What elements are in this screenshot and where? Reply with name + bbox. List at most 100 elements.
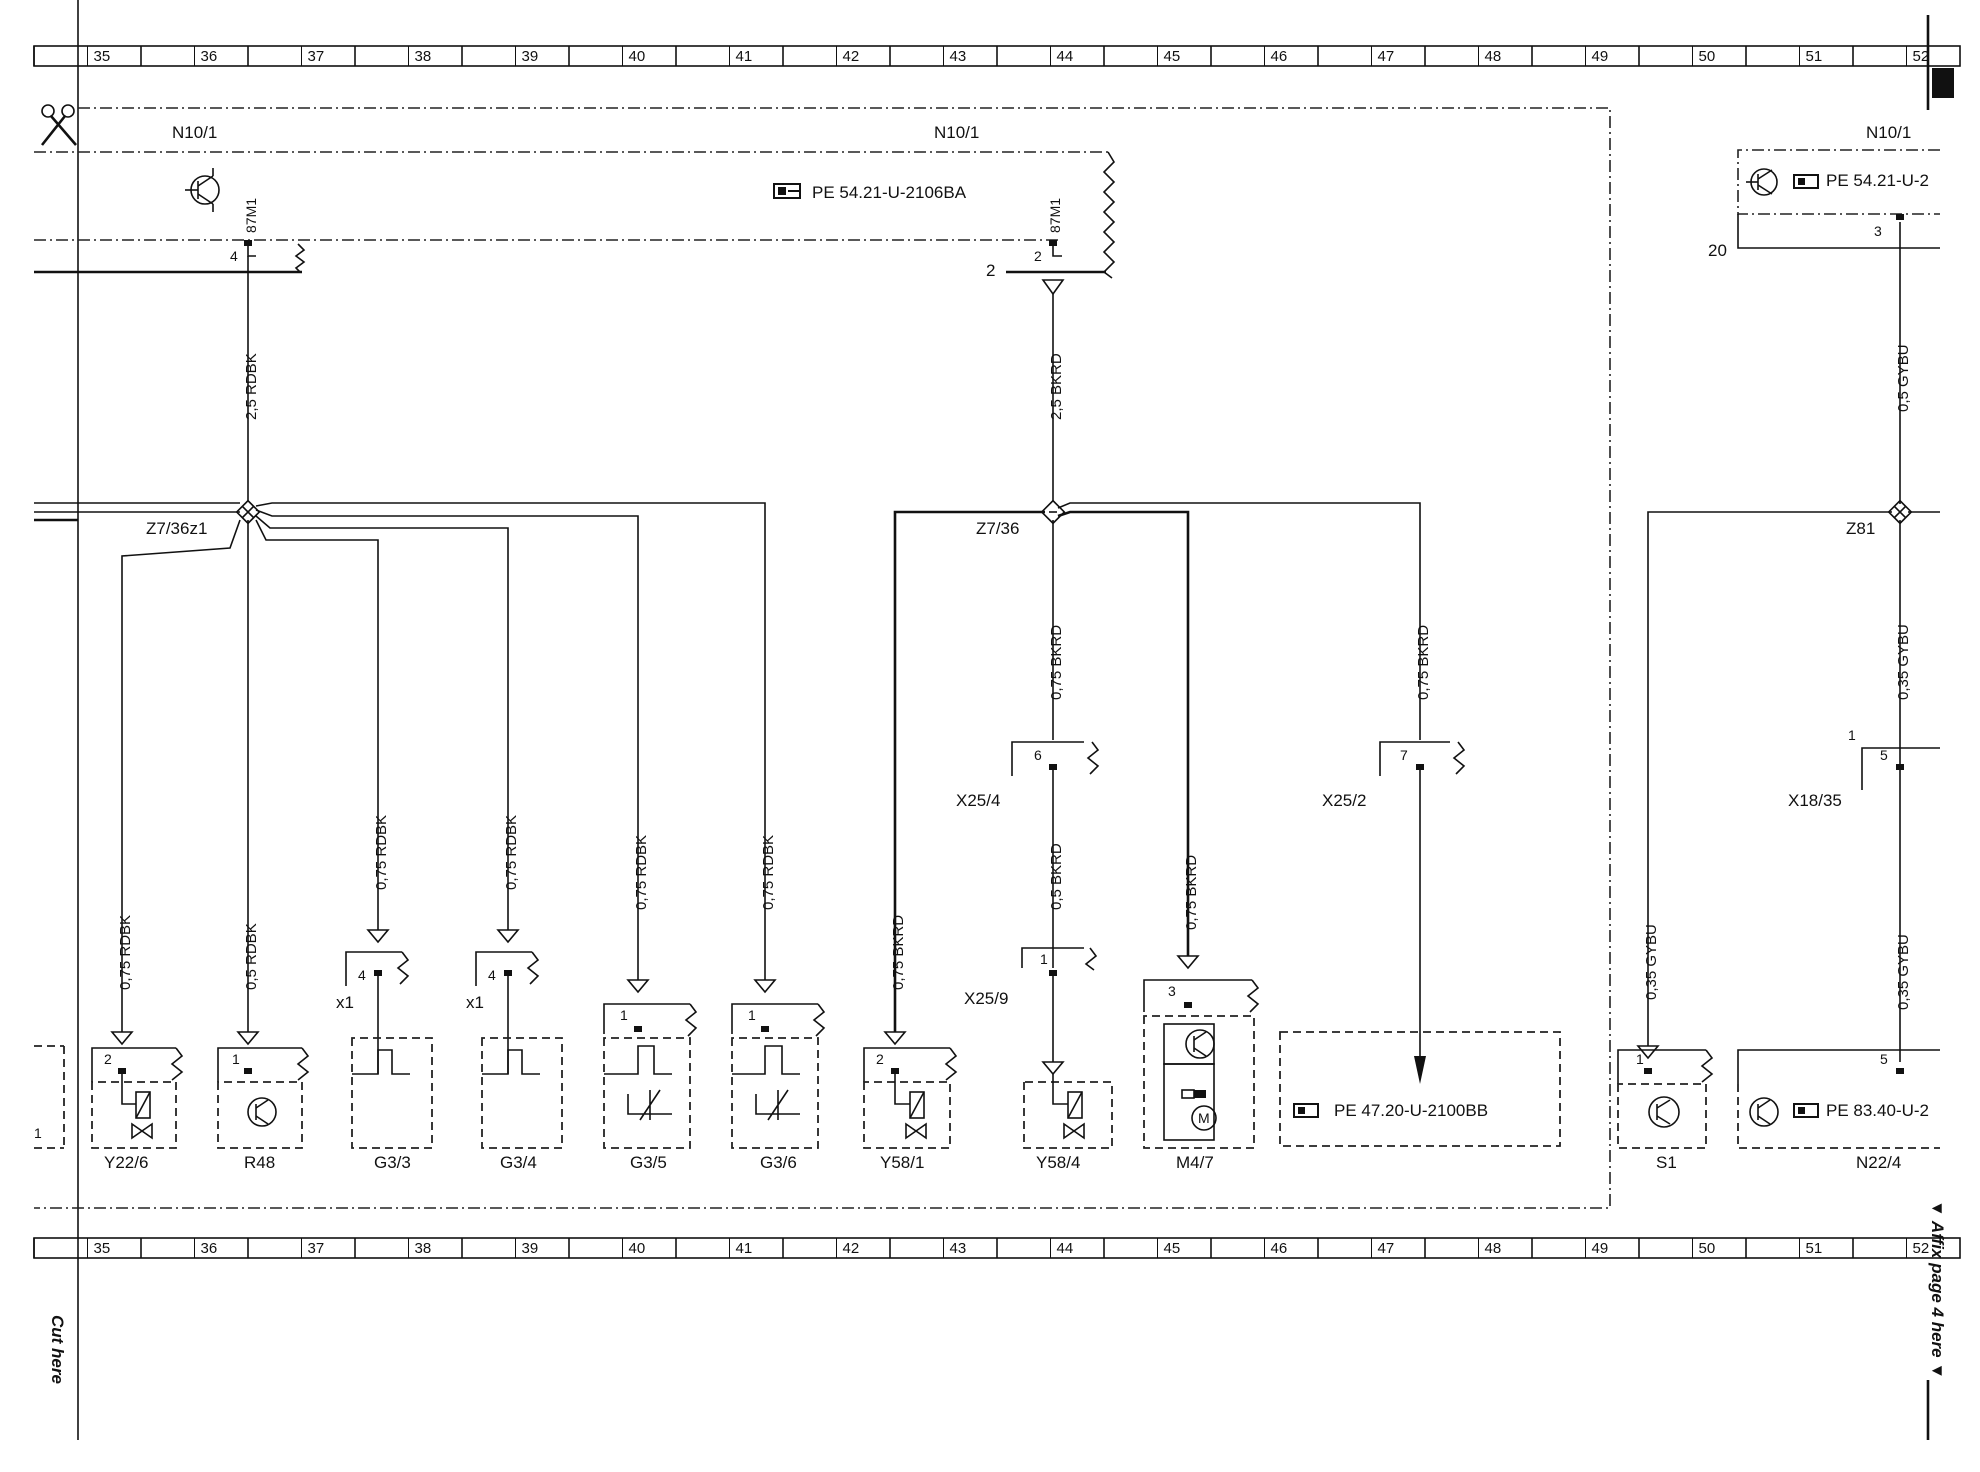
ruler-number: 41 — [736, 48, 753, 65]
hand-pointer-icon — [773, 183, 801, 199]
z7-36z1-label: Z7/36z1 — [146, 519, 207, 538]
svg-text:2: 2 — [104, 1051, 112, 1067]
wire-label-035-gybu-a: 0,35 GYBU — [1895, 624, 1912, 700]
branch-g3-3 — [255, 519, 379, 930]
branch-y58-1 — [893, 510, 1045, 1032]
pin-box-b — [1049, 240, 1057, 246]
x18-35-pin-5: 5 — [1880, 747, 1888, 763]
ruler-number: 35 — [94, 1240, 111, 1257]
x18-35-pin-1: 1 — [1848, 727, 1856, 743]
connector-a — [247, 246, 256, 257]
cut-here-text: Cut here — [48, 1315, 67, 1384]
wire-label-05-bkrd: 0,5 BKRD — [1048, 843, 1065, 910]
pe-4720-box — [1279, 1031, 1561, 1147]
pe-8340-text: PE 83.40-U-2 — [1826, 1101, 1929, 1120]
pin-87m1-a: 87M1 — [243, 198, 259, 233]
ruler-number: 52 — [1913, 1240, 1930, 1257]
arrow-x25-2 — [1414, 1056, 1426, 1084]
label-g3-5: G3/5 — [630, 1153, 667, 1172]
ruler-number: 50 — [1699, 1240, 1716, 1257]
x18-35-label: X18/35 — [1788, 791, 1842, 810]
component-r48: 1 — [217, 1031, 310, 1149]
component-y58-4 — [1023, 1061, 1113, 1149]
component-y58-1: 2 — [863, 1031, 958, 1149]
label-y22-6: Y22/6 — [104, 1153, 148, 1172]
branch-m4-7 — [1057, 510, 1190, 956]
pin-box-a — [244, 240, 252, 246]
ruler-number: 45 — [1164, 1240, 1181, 1257]
x25-4-pin: 6 — [1034, 747, 1042, 763]
left-stub-box — [34, 1045, 65, 1149]
label-y58-1: Y58/1 — [880, 1153, 924, 1172]
n10-label-right: N10/1 — [1866, 123, 1911, 142]
x25-9-box — [1021, 947, 1098, 971]
ruler-number: 47 — [1378, 48, 1395, 65]
label-n22-4: N22/4 — [1856, 1153, 1901, 1172]
ruler-number: 51 — [1806, 48, 1823, 65]
ruler-number: 36 — [201, 1240, 218, 1257]
ruler-number: 49 — [1592, 48, 1609, 65]
pe-main-text: PE 54.21-U-2106BA — [812, 183, 967, 202]
ruler-number: 35 — [94, 48, 111, 65]
ruler-number: 42 — [843, 1240, 860, 1257]
wire-label-075-bkrd-d: 0,75 BKRD — [890, 915, 907, 990]
pin-4-top: 4 — [230, 248, 238, 264]
ruler-number: 43 — [950, 1240, 967, 1257]
label-y58-4: Y58/4 — [1036, 1153, 1080, 1172]
ruler-number: 49 — [1592, 1240, 1609, 1257]
ruler-number: 40 — [629, 48, 646, 65]
svg-text:x1: x1 — [336, 993, 354, 1012]
branch-g3-5 — [255, 509, 639, 980]
n10-label-left: N10/1 — [172, 123, 217, 142]
ruler-number: 44 — [1057, 1240, 1074, 1257]
affix-text: ▼ Affix page 4 here ▼ — [1928, 1200, 1947, 1379]
ruler-number: 47 — [1378, 1240, 1395, 1257]
ruler-number: 38 — [415, 48, 432, 65]
left-stub-pin: 1 — [34, 1125, 42, 1141]
n10-label-mid: N10/1 — [934, 123, 979, 142]
x25-2-pin: 7 — [1400, 747, 1408, 763]
connector-b — [1052, 246, 1062, 257]
component-y22-6: 2 — [91, 1031, 184, 1149]
wire-label-075-bkrd-c: 0,75 BKRD — [1183, 855, 1200, 930]
label-s1: S1 — [1656, 1153, 1677, 1172]
x18-35-box — [1861, 747, 1940, 790]
svg-text:1: 1 — [1636, 1051, 1644, 1067]
x25-4-box — [1011, 741, 1100, 776]
component-g3-3: 4 x1 — [336, 929, 433, 1149]
component-m4-7: 3 M — [1143, 955, 1260, 1149]
z7-36-label: Z7/36 — [976, 519, 1019, 538]
edge-marker — [1932, 68, 1954, 98]
pin-2-left: 2 — [986, 261, 995, 280]
svg-text:4: 4 — [358, 967, 366, 983]
pin-2-top: 2 — [1034, 248, 1042, 264]
scissors-icon — [40, 104, 77, 146]
branch-s1 — [1647, 511, 1892, 1046]
wire-label-035-gybu-c: 0,35 GYBU — [1895, 934, 1912, 1010]
x25-9-pin: 1 — [1040, 951, 1048, 967]
svg-text:1: 1 — [232, 1051, 240, 1067]
branch-g3-4 — [255, 515, 509, 930]
ruler-number: 37 — [308, 1240, 325, 1257]
branch-x25-2 — [1057, 502, 1421, 740]
hand-pointer-icon-8340 — [1793, 1103, 1819, 1118]
svg-text:4: 4 — [488, 967, 496, 983]
ruler-number: 50 — [1699, 48, 1716, 65]
component-n22-4: 5 — [1737, 1049, 1940, 1149]
svg-text:1: 1 — [748, 1007, 756, 1023]
wire-label-075-rdbk-d: 0,75 RDBK — [633, 835, 650, 910]
svg-text:1: 1 — [620, 1007, 628, 1023]
ruler-number: 45 — [1164, 48, 1181, 65]
pin-box-right — [1896, 214, 1904, 220]
svg-text:5: 5 — [1880, 1051, 1888, 1067]
svg-text:x1: x1 — [466, 993, 484, 1012]
wire-label-2-5-rdbk: 2,5 RDBK — [243, 353, 260, 420]
pe-right-top-text: PE 54.21-U-2 — [1826, 171, 1929, 190]
label-m4-7: M4/7 — [1176, 1153, 1214, 1172]
component-s1: 1 — [1617, 1045, 1714, 1149]
pin-87m1-b: 87M1 — [1047, 198, 1063, 233]
x25-4-label: X25/4 — [956, 791, 1000, 810]
ruler-number: 46 — [1271, 48, 1288, 65]
